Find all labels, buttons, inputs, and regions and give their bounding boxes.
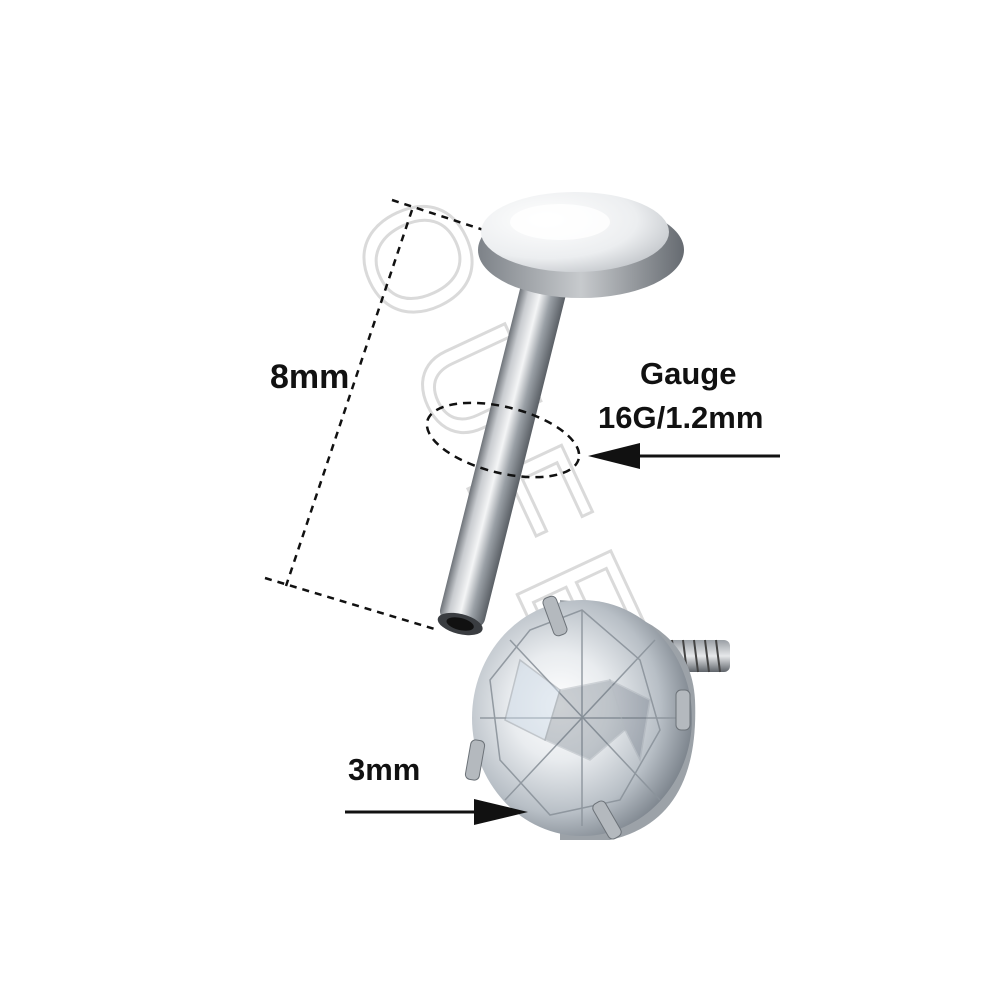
gem-size-indicator xyxy=(345,799,528,825)
gem-arrowhead xyxy=(474,799,528,825)
gauge-indicator xyxy=(425,401,780,479)
gauge-title: Gauge xyxy=(640,356,737,391)
prongs xyxy=(464,595,691,840)
gem-top xyxy=(464,595,730,840)
flat-disc-back xyxy=(478,192,684,298)
labret-post xyxy=(437,192,684,636)
length-extension-bottom xyxy=(264,576,439,632)
gauge-value: 16G/1.2mm xyxy=(598,400,764,435)
post-end-thread xyxy=(446,617,474,631)
crystal-facets xyxy=(480,609,690,826)
gauge-ellipse xyxy=(425,401,581,479)
length-label: 8mm xyxy=(270,358,350,396)
gauge-arrowhead xyxy=(588,443,640,469)
gem-size-label: 3mm xyxy=(348,752,421,787)
length-dimension-line xyxy=(284,209,414,587)
post-shaft xyxy=(439,242,575,628)
